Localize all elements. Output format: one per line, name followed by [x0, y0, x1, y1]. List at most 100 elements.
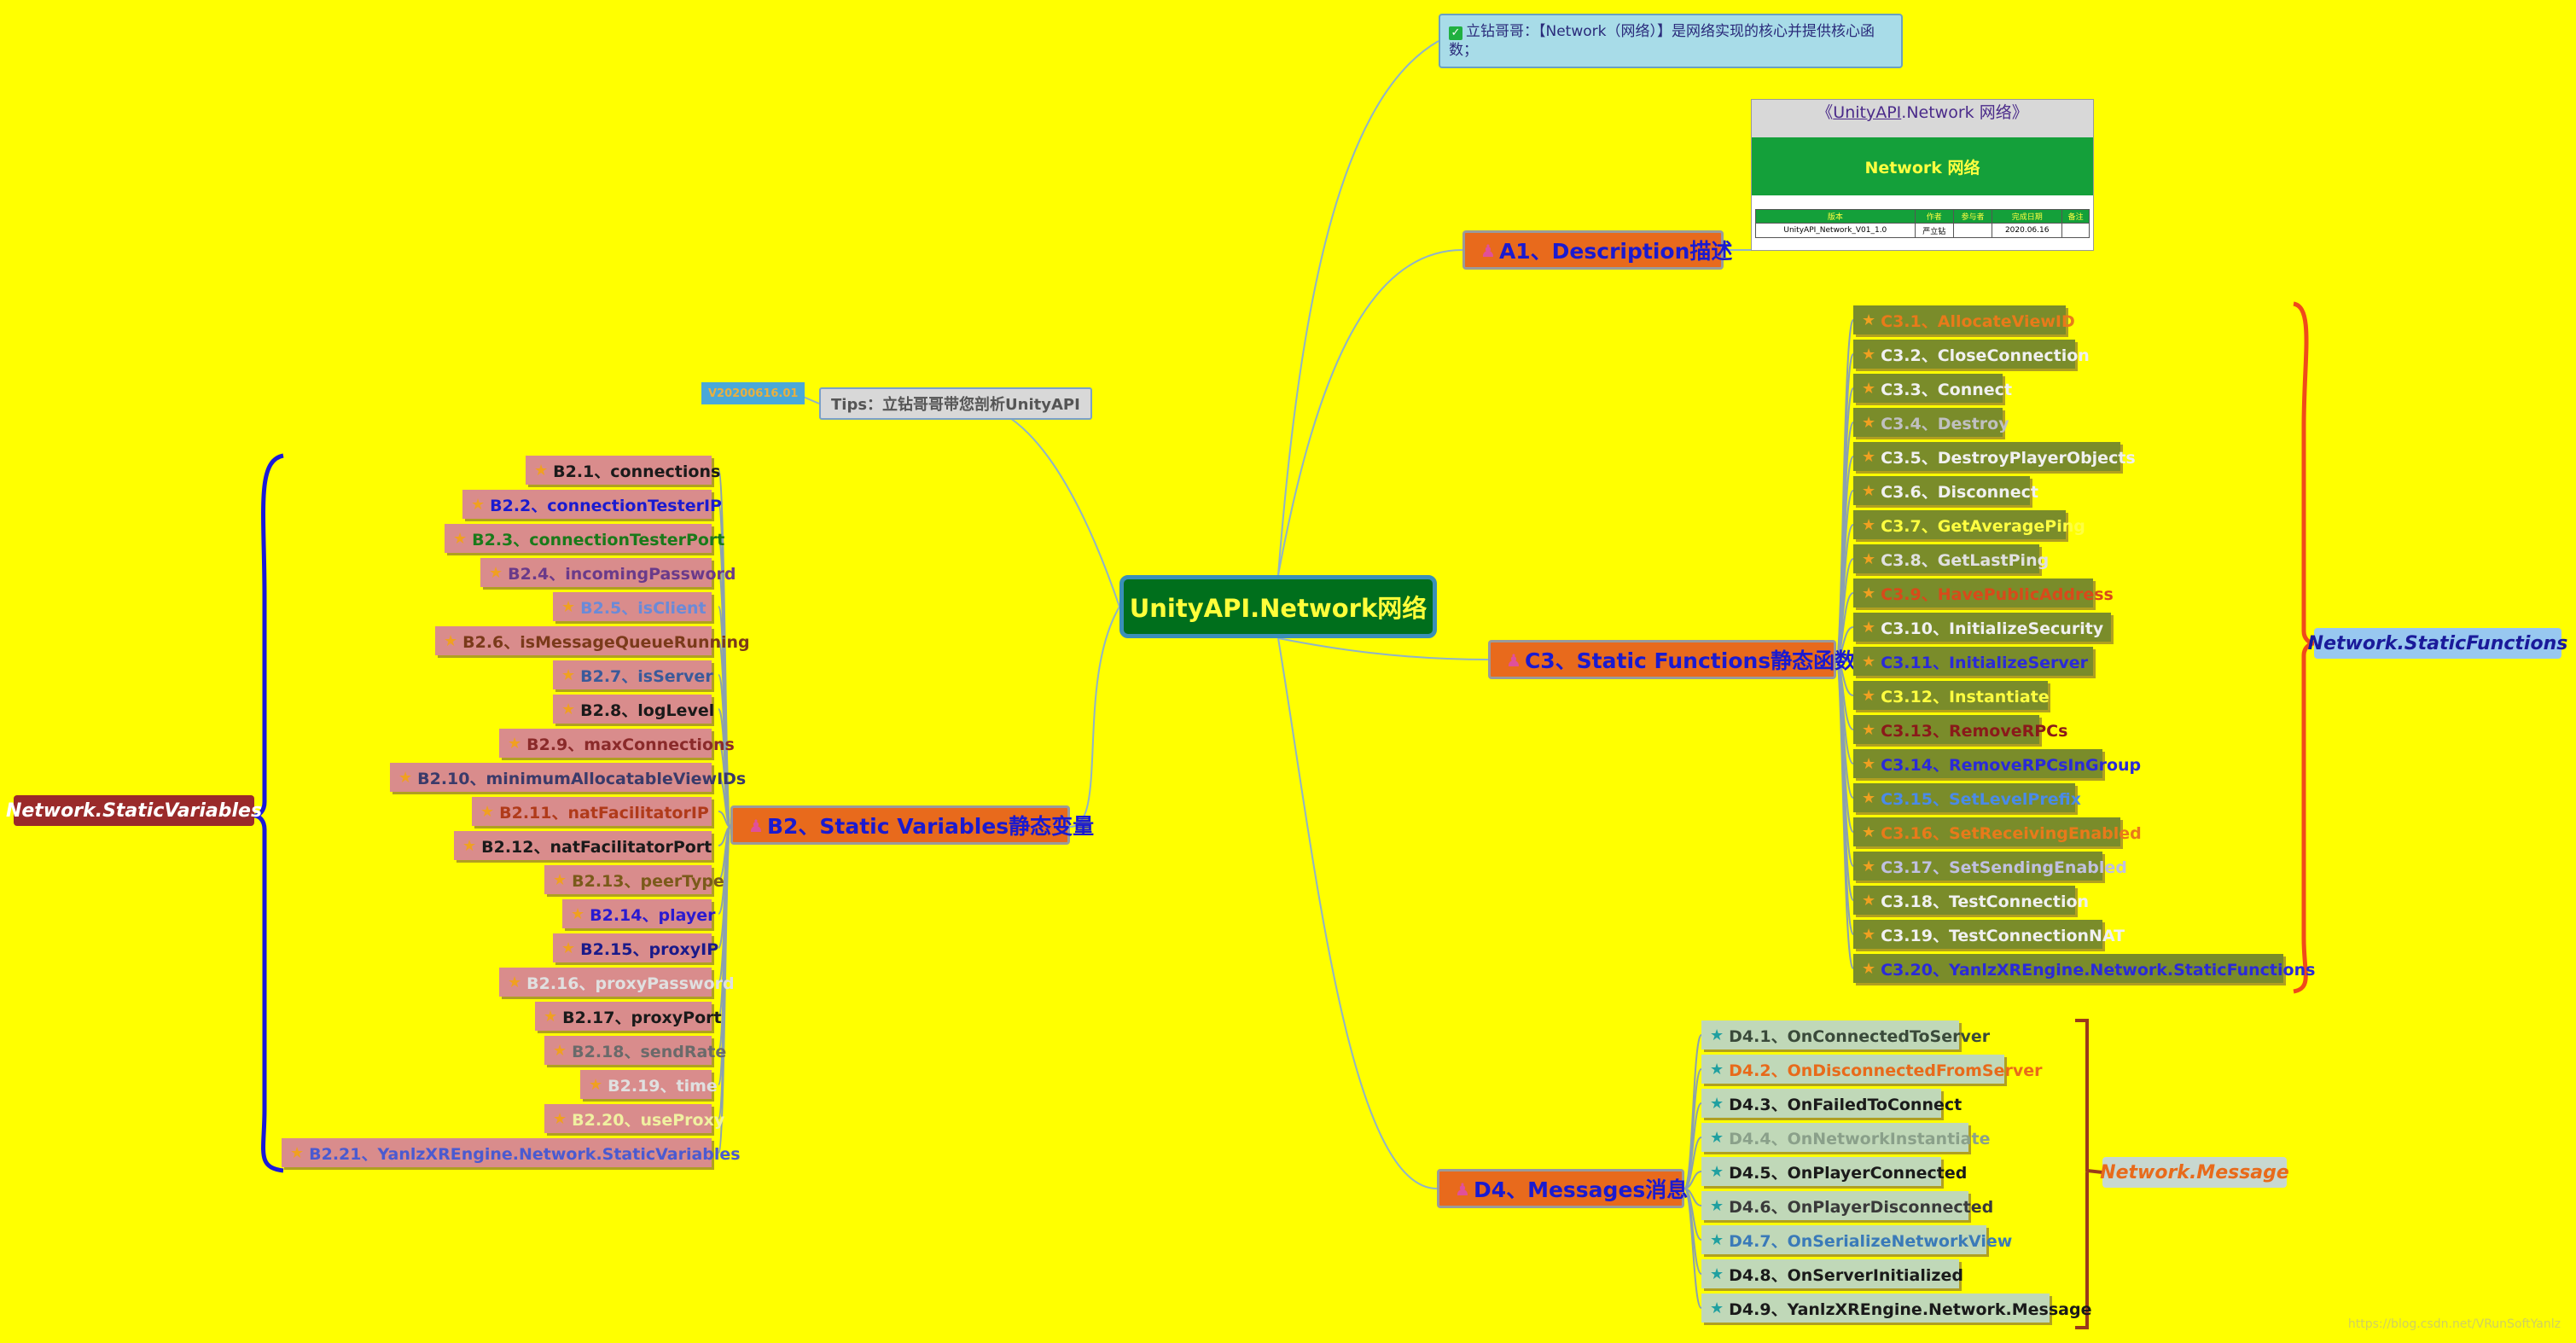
label-message[interactable]: Network.Message	[2100, 1157, 2289, 1188]
b2-item-label: B2.3、connectionTesterPort	[472, 530, 725, 549]
connector-line	[1277, 637, 1438, 1189]
table-row: UnityAPI_Network_V01_1.0 严立钻 2020.06.16	[1755, 223, 2090, 238]
b2-item-label: B2.21、YanlzXREngine.Network.StaticVariab…	[309, 1144, 741, 1164]
d4-item[interactable]: ★D4.7、OnSerializeNetworkView	[1701, 1225, 2012, 1254]
b2-item[interactable]: ★B2.10、minimumAllocatableViewIDs	[390, 763, 746, 792]
c3-item-label: C3.17、SetSendingEnabled	[1881, 858, 2127, 877]
c3-item[interactable]: ★C3.1、AllocateViewID	[1853, 305, 2075, 334]
b2-item[interactable]: ★B2.18、sendRate	[544, 1036, 726, 1065]
connector-line	[1277, 637, 1489, 660]
note-text: 立钻哥哥：【Network（网络）】是网络实现的核心并提供核心函数；	[1449, 23, 1875, 59]
b2-item[interactable]: ★B2.9、maxConnections	[499, 729, 735, 758]
d4-item[interactable]: ★D4.6、OnPlayerDisconnected	[1701, 1191, 1993, 1220]
c3-item[interactable]: ★ C3.20、YanlzXREngine.Network.StaticFunct…	[1853, 954, 2315, 983]
b2-item[interactable]: ★B2.8、logLevel	[553, 695, 715, 724]
c3-item[interactable]: ★C3.11、InitializeServer	[1853, 647, 2093, 676]
c3-item[interactable]: ★C3.16、SetReceivingEnabled	[1853, 817, 2142, 846]
star-icon: ★	[534, 461, 549, 480]
central-topic[interactable]: UnityAPI.Network网络	[1119, 575, 1437, 638]
c3-item[interactable]: ★C3.17、SetSendingEnabled	[1853, 852, 2127, 881]
star-icon: ★	[290, 1143, 305, 1162]
d4-item-label: D4.6、OnPlayerDisconnected	[1729, 1197, 1994, 1217]
star-icon: ★	[1862, 925, 1876, 944]
b2-item[interactable]: ★B2.20、useProxy	[544, 1104, 724, 1133]
branch-b2-static-variables[interactable]: ♟ B2、Static Variables静态变量	[730, 805, 1094, 845]
d4-item[interactable]: ★D4.2、OnDisconnectedFromServer	[1701, 1055, 2043, 1084]
d4-item[interactable]: ★D4.5、OnPlayerConnected	[1701, 1157, 1967, 1186]
c3-item[interactable]: ★C3.4、Destroy	[1853, 408, 2009, 437]
b2-item[interactable]: ★B2.1、connections	[526, 456, 720, 485]
document-title-link[interactable]: UnityAPI	[1833, 103, 1902, 122]
b2-item[interactable]: ★B2.21、YanlzXREngine.Network.StaticVaria…	[282, 1138, 741, 1167]
b2-item[interactable]: ★B2.13、peerType	[544, 865, 724, 894]
c3-item-label: C3.6、Disconnect	[1881, 482, 2038, 502]
b2-item[interactable]: ★B2.6、isMessageQueueRunning	[435, 626, 750, 655]
branch-c3-static-functions[interactable]: ♟ C3、Static Functions静态函数	[1488, 640, 1856, 679]
b2-item[interactable]: ★B2.7、isServer	[553, 660, 713, 689]
version-tag[interactable]: V20200616.01	[701, 382, 805, 404]
c3-item[interactable]: ★C3.9、HavePublicAddress	[1853, 578, 2114, 608]
c3-item[interactable]: ★C3.19、TestConnectionNAT	[1853, 920, 2125, 949]
c3-item-label: C3.11、InitializeServer	[1881, 653, 2089, 672]
table-cell: UnityAPI_Network_V01_1.0	[1755, 223, 1916, 238]
c3-item[interactable]: ★C3.15、SetLevelPrefix	[1853, 783, 2081, 812]
b2-item[interactable]: ★B2.14、player	[562, 899, 716, 928]
d4-item[interactable]: ★D4.1、OnConnectedToServer	[1701, 1020, 1990, 1049]
b2-item[interactable]: ★B2.15、proxyIP	[553, 933, 718, 962]
document-preview[interactable]: 《UnityAPI.Network 网络》 Network 网络 版本 作者 参…	[1751, 99, 2094, 251]
b2-item[interactable]: ★B2.2、connectionTesterIP	[462, 490, 722, 519]
connector-line	[718, 826, 731, 1154]
c3-item[interactable]: ★C3.3、Connect	[1853, 374, 2012, 403]
c3-item[interactable]: ★C3.13、RemoveRPCs	[1853, 715, 2067, 744]
c3-item-label: C3.20、YanlzXREngine.Network.StaticFuncti…	[1881, 960, 2316, 980]
c3-item[interactable]: ★C3.10、InitializeSecurity	[1853, 613, 2111, 642]
b2-item[interactable]: ★B2.16、proxyPassword	[499, 968, 735, 997]
b2-item[interactable]: ★B2.11、natFacilitatorIP	[472, 797, 712, 826]
c3-item[interactable]: ★C3.18、TestConnection	[1853, 886, 2089, 915]
d4-item-label: D4.9、YanlzXREngine.Network.Message	[1729, 1299, 2092, 1319]
star-icon: ★	[1862, 618, 1876, 637]
c3-item[interactable]: ★C3.6、Disconnect	[1853, 476, 2038, 505]
c3-item[interactable]: ★C3.2、CloseConnection	[1853, 340, 2090, 369]
d4-item[interactable]: ★D4.3、OnFailedToConnect	[1701, 1089, 1962, 1118]
label-static-functions[interactable]: Network.StaticFunctions	[2308, 628, 2567, 659]
document-band: Network 网络	[1752, 137, 2093, 195]
table-header: 参与者	[1952, 209, 1993, 224]
c3-item[interactable]: ★C3.5、DestroyPlayerObjects	[1853, 442, 2136, 471]
c3-item-label: C3.8、GetLastPing	[1881, 550, 2050, 570]
c3-item[interactable]: ★C3.7、GetAveragePing	[1853, 510, 2085, 539]
b2-item[interactable]: ★B2.17、proxyPort	[535, 1002, 722, 1031]
d4-item-label: D4.7、OnSerializeNetworkView	[1729, 1231, 2013, 1251]
c3-item-label: C3.3、Connect	[1881, 380, 2013, 399]
star-icon: ★	[1862, 959, 1876, 978]
c3-item-label: C3.5、DestroyPlayerObjects	[1881, 448, 2136, 468]
b2-item[interactable]: ★B2.5、isClient	[553, 592, 712, 621]
c3-item-label: C3.14、RemoveRPCsInGroup	[1881, 755, 2142, 775]
c3-item[interactable]: ★C3.8、GetLastPing	[1853, 544, 2049, 573]
d4-item-label: D4.3、OnFailedToConnect	[1729, 1095, 1963, 1114]
person-icon: ♟	[1455, 1179, 1470, 1200]
note-bubble[interactable]: ✓立钻哥哥：【Network（网络）】是网络实现的核心并提供核心函数；	[1439, 14, 1903, 68]
branch-d4-messages[interactable]: ♟ D4、Messages消息	[1437, 1169, 1688, 1208]
table-header: 版本	[1755, 209, 1916, 224]
b2-item[interactable]: ★B2.4、incomingPassword	[480, 558, 736, 587]
c3-item-label: C3.9、HavePublicAddress	[1881, 584, 2114, 604]
star-icon: ★	[1710, 1265, 1724, 1283]
table-header-row: 版本 作者 参与者 完成日期 备注	[1755, 209, 2090, 224]
c3-item[interactable]: ★C3.14、RemoveRPCsInGroup	[1853, 749, 2141, 778]
label-static-variables[interactable]: Network.StaticVariables	[6, 795, 262, 826]
d4-item[interactable]: ★D4.8、OnServerInitialized	[1701, 1259, 1963, 1288]
star-icon: ★	[462, 836, 477, 855]
b2-item-label: B2.13、peerType	[572, 871, 724, 891]
branch-a1-description[interactable]: ♟ A1、Description描述	[1462, 230, 1732, 270]
b2-item-label: B2.8、logLevel	[580, 701, 715, 720]
d4-item[interactable]: ★D4.4、OnNetworkInstantiate	[1701, 1123, 1990, 1152]
b2-item[interactable]: ★B2.19、time	[580, 1070, 718, 1099]
b2-item-label: B2.4、incomingPassword	[508, 564, 736, 584]
b2-item[interactable]: ★B2.3、connectionTesterPort	[445, 524, 724, 553]
c3-item[interactable]: ★C3.12、Instantiate	[1853, 681, 2050, 710]
c3-item-label: C3.2、CloseConnection	[1881, 346, 2090, 365]
tips-topic[interactable]: Tips：立钻哥哥带您剖析UnityAPI	[819, 387, 1092, 420]
d4-item[interactable]: ★D4.9、YanlzXREngine.Network.Message	[1701, 1294, 2091, 1323]
b2-item[interactable]: ★B2.12、natFacilitatorPort	[454, 831, 712, 860]
